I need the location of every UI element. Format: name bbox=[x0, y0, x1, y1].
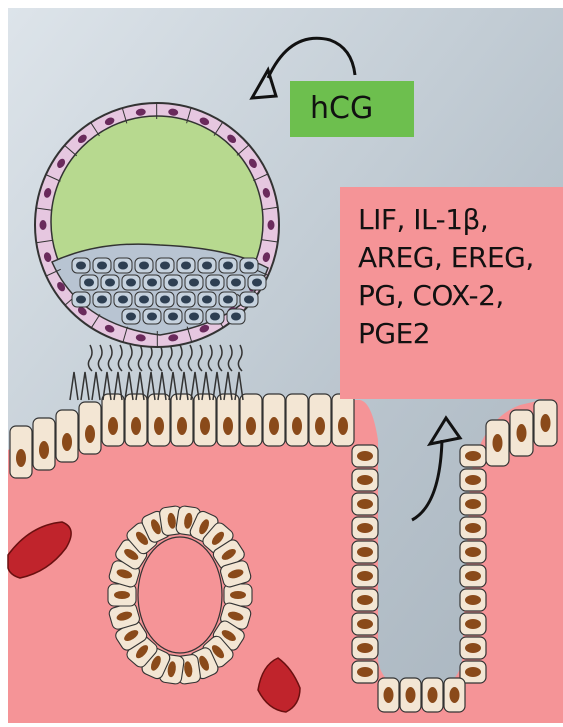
epithelial-nucleus bbox=[292, 417, 302, 435]
signal-line: PG, COX-2, bbox=[358, 277, 563, 315]
gland-nucleus bbox=[230, 591, 246, 599]
icm-nucleus bbox=[181, 262, 191, 270]
icm-nucleus bbox=[202, 296, 212, 304]
icm-nucleus bbox=[147, 279, 157, 287]
epithelial-nucleus bbox=[493, 434, 503, 452]
epithelial-nucleus bbox=[357, 499, 373, 509]
icm-nucleus bbox=[210, 279, 220, 287]
epithelial-nucleus bbox=[357, 595, 373, 605]
epithelial-nucleus bbox=[357, 475, 373, 485]
hcg-text: hCG bbox=[310, 91, 373, 126]
signal-line: PGE2 bbox=[358, 315, 563, 353]
epithelial-nucleus bbox=[357, 667, 373, 677]
trophoblast-nucleus bbox=[40, 220, 47, 230]
epithelial-nucleus bbox=[223, 417, 233, 435]
epithelial-nucleus bbox=[465, 643, 481, 653]
epithelial-nucleus bbox=[465, 595, 481, 605]
trophoblast-nucleus bbox=[268, 220, 275, 230]
epithelial-nucleus bbox=[108, 417, 118, 435]
icm-nucleus bbox=[189, 279, 199, 287]
icm-nucleus bbox=[231, 313, 241, 321]
epithelial-nucleus bbox=[16, 449, 26, 467]
epithelial-nucleus bbox=[357, 571, 373, 581]
epithelial-nucleus bbox=[357, 547, 373, 557]
epithelial-nucleus bbox=[450, 687, 460, 703]
epithelial-nucleus bbox=[384, 687, 394, 703]
icm-nucleus bbox=[223, 262, 233, 270]
icm-nucleus bbox=[244, 262, 254, 270]
icm-nucleus bbox=[126, 313, 136, 321]
signal-line: LIF, IL-1β, bbox=[358, 201, 563, 239]
gland-nucleus bbox=[114, 591, 130, 599]
icm-nucleus bbox=[252, 279, 262, 287]
epithelial-nucleus bbox=[517, 424, 527, 442]
icm-nucleus bbox=[97, 262, 107, 270]
epithelial-nucleus bbox=[465, 499, 481, 509]
epithelial-nucleus bbox=[465, 451, 481, 461]
icm-nucleus bbox=[118, 296, 128, 304]
endometrial-gland bbox=[108, 505, 252, 684]
icm-nucleus bbox=[181, 296, 191, 304]
icm-nucleus bbox=[168, 313, 178, 321]
epithelial-nucleus bbox=[465, 571, 481, 581]
icm-nucleus bbox=[168, 279, 178, 287]
epithelial-nucleus bbox=[269, 417, 279, 435]
icm-nucleus bbox=[244, 296, 254, 304]
icm-nucleus bbox=[223, 296, 233, 304]
icm-nucleus bbox=[76, 296, 86, 304]
blastocyst bbox=[35, 103, 279, 347]
epithelial-nucleus bbox=[357, 619, 373, 629]
signal-line: AREG, EREG, bbox=[358, 239, 563, 277]
epithelial-nucleus bbox=[465, 523, 481, 533]
epithelial-nucleus bbox=[465, 619, 481, 629]
epithelial-nucleus bbox=[357, 523, 373, 533]
hcg-label: hCG bbox=[290, 81, 414, 137]
icm-nucleus bbox=[126, 279, 136, 287]
icm-nucleus bbox=[147, 313, 157, 321]
gland-lumen bbox=[138, 537, 222, 653]
icm-nucleus bbox=[97, 296, 107, 304]
epithelial-nucleus bbox=[246, 417, 256, 435]
epithelial-nucleus bbox=[465, 475, 481, 485]
icm-nucleus bbox=[160, 262, 170, 270]
epithelial-nucleus bbox=[39, 441, 49, 459]
epithelial-nucleus bbox=[338, 417, 348, 435]
icm-nucleus bbox=[84, 279, 94, 287]
epithelial-nucleus bbox=[200, 417, 210, 435]
epithelial-nucleus bbox=[406, 687, 416, 703]
epithelial-nucleus bbox=[541, 414, 551, 432]
icm-nucleus bbox=[105, 279, 115, 287]
icm-nucleus bbox=[231, 279, 241, 287]
epithelial-nucleus bbox=[465, 547, 481, 557]
icm-nucleus bbox=[202, 262, 212, 270]
epithelial-nucleus bbox=[428, 687, 438, 703]
icm-nucleus bbox=[189, 313, 199, 321]
epithelial-nucleus bbox=[357, 643, 373, 653]
epithelial-nucleus bbox=[62, 433, 72, 451]
epithelial-nucleus bbox=[465, 667, 481, 677]
epithelial-nucleus bbox=[154, 417, 164, 435]
icm-nucleus bbox=[139, 296, 149, 304]
signaling-molecules-label: LIF, IL-1β, AREG, EREG, PG, COX-2, PGE2 bbox=[340, 187, 563, 399]
icm-nucleus bbox=[139, 262, 149, 270]
icm-nucleus bbox=[118, 262, 128, 270]
epithelial-nucleus bbox=[85, 425, 95, 443]
epithelial-nucleus bbox=[315, 417, 325, 435]
icm-nucleus bbox=[76, 262, 86, 270]
epithelial-nucleus bbox=[357, 451, 373, 461]
epithelial-nucleus bbox=[131, 417, 141, 435]
epithelial-nucleus bbox=[177, 417, 187, 435]
icm-nucleus bbox=[160, 296, 170, 304]
icm-nucleus bbox=[210, 313, 220, 321]
